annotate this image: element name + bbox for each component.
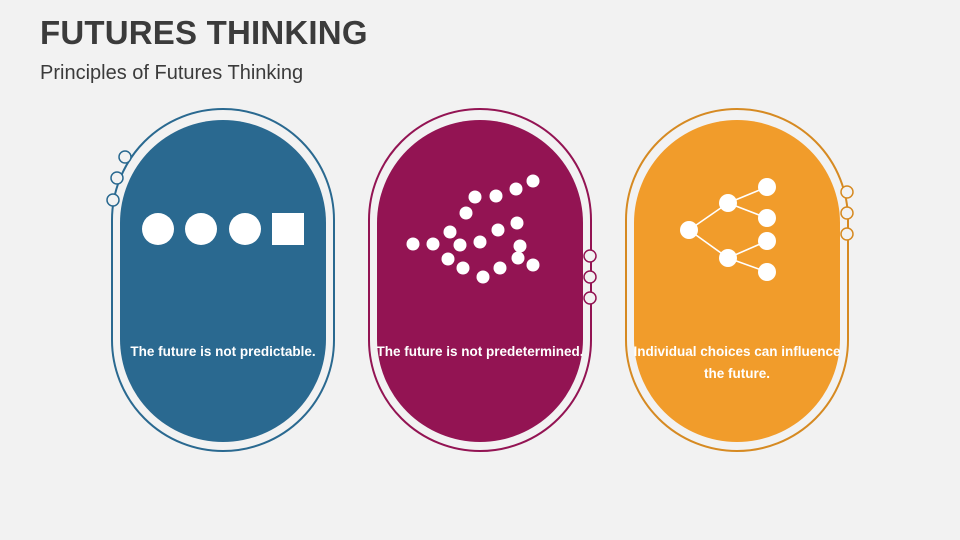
card-3-outline	[625, 108, 849, 452]
shapes-sequence-icon	[142, 213, 304, 245]
card-3-pill	[634, 120, 840, 442]
card-1-outline	[111, 108, 335, 452]
card-2-connector-dots	[583, 249, 597, 305]
page-title: FUTURES THINKING	[40, 14, 368, 51]
principle-card-1	[106, 108, 335, 452]
principle-text-3: Individual choices can influence the fut…	[633, 344, 841, 381]
principle-card-3	[625, 108, 854, 452]
branching-tree-icon	[680, 178, 776, 281]
card-1-connector-dots	[106, 150, 132, 207]
principle-text-2: The future is not predetermined.	[376, 344, 584, 359]
principle-text-1: The future is not predictable.	[130, 344, 316, 359]
card-1-pill	[120, 120, 326, 442]
scattered-paths-icon	[406, 174, 540, 284]
card-3-connector-dots	[840, 185, 854, 241]
principle-card-2	[368, 108, 597, 452]
page-subtitle: Principles of Futures Thinking	[40, 62, 304, 84]
